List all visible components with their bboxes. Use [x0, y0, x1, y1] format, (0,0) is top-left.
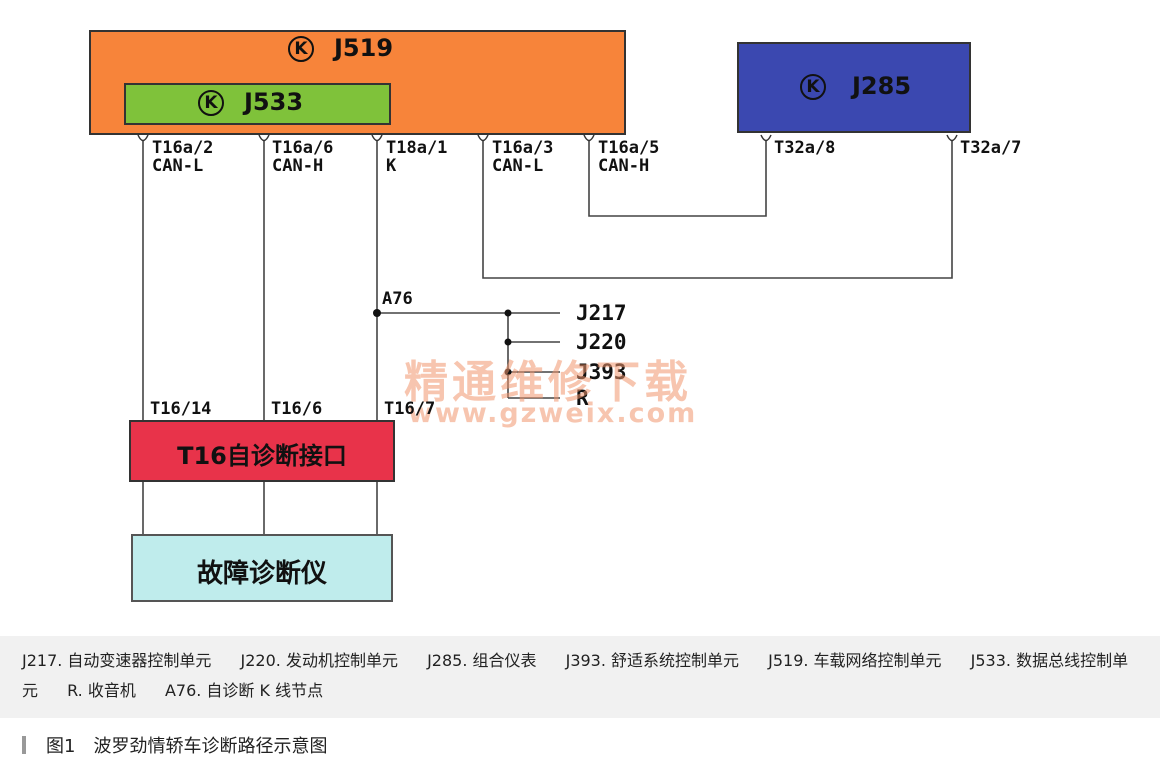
branch-j220: J220 — [576, 330, 627, 354]
t16-diagnostic-connector: T16自诊断接口 — [129, 420, 395, 482]
legend-item: A76. 自诊断 K 线节点 — [164, 681, 324, 700]
junction-a76 — [373, 309, 381, 317]
legend-item: J393. 舒适系统控制单元 — [565, 651, 740, 670]
module-j533 — [124, 83, 391, 125]
wiring-diagram — [104, 68, 958, 534]
module-j519-label: J519 — [334, 34, 394, 62]
legend-item: J285. 组合仪表 — [427, 651, 537, 670]
k-line-icon: K — [800, 74, 826, 100]
k-line-icon: K — [198, 90, 224, 116]
wire-t16a5-t32a8 — [588, 140, 767, 217]
module-j285 — [737, 42, 971, 133]
k-line-icon: K — [288, 36, 314, 62]
node-a76-label: A76 — [382, 289, 413, 309]
connector-pin-6: T16/6 — [271, 399, 323, 419]
legend-item: J217. 自动变速器控制单元 — [22, 651, 212, 670]
pin-t32a8: T32a/8 — [774, 138, 836, 158]
watermark-url: www.gzweix.com — [408, 398, 698, 429]
legend: J217. 自动变速器控制单元 J220. 发动机控制单元 J285. 组合仪表… — [22, 646, 1147, 706]
legend-background — [0, 636, 1160, 718]
t16-connector-label: T16自诊断接口 — [177, 442, 347, 470]
legend-item: J519. 车载网络控制单元 — [768, 651, 942, 670]
pin-t32a7: T32a/7 — [960, 138, 1022, 158]
connector-pin-7: T16/7 — [384, 399, 436, 419]
caption-marker — [22, 736, 26, 754]
diagnostic-tester: 故障诊断仪 — [131, 534, 393, 602]
tester-label: 故障诊断仪 — [196, 559, 327, 589]
figure-caption: 图1 波罗劲情轿车诊断路径示意图 — [46, 736, 328, 757]
branch-j393: J393 — [576, 360, 627, 384]
legend-item: R. 收音机 — [67, 681, 136, 700]
branch-r: R — [576, 386, 589, 410]
module-j533-label: J533 — [244, 88, 304, 116]
connector-pin-14: T16/14 — [150, 399, 212, 419]
wire-t16a3-t32a7 — [482, 140, 953, 279]
legend-item: J220. 发动机控制单元 — [240, 651, 398, 670]
watermark-text: 精通维修下载 — [404, 357, 692, 408]
branch-j217: J217 — [576, 301, 627, 325]
module-j285-label: J285 — [852, 72, 912, 100]
legend-item: J533. 数据总线控制单元 — [22, 651, 1129, 700]
